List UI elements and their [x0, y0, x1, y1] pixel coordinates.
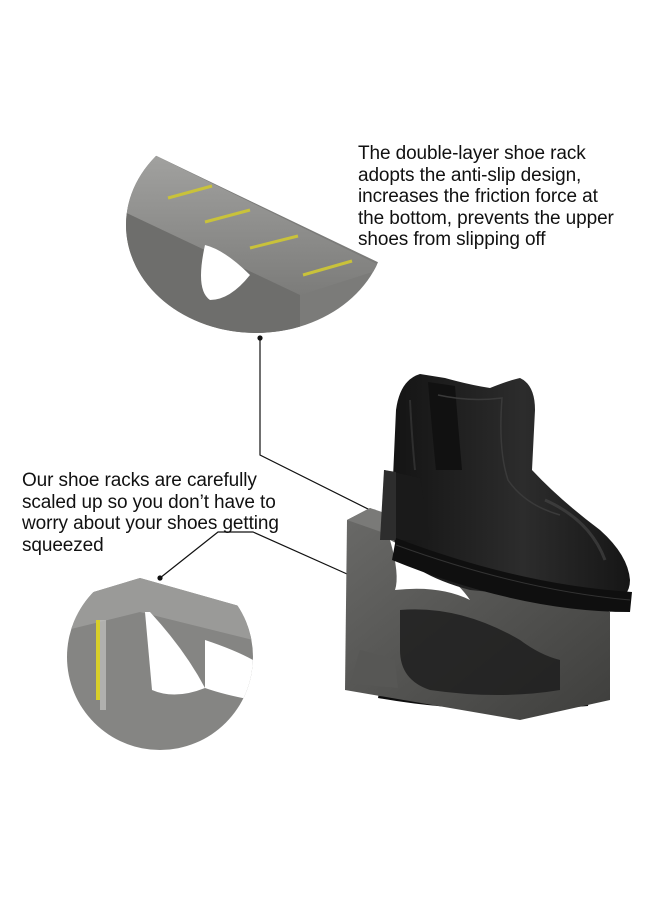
boot-sole — [392, 538, 632, 612]
leader-line-cutout — [159, 531, 357, 579]
anti-slip-strip — [302, 259, 353, 277]
upper-boot — [380, 374, 632, 612]
anti-slip-caption: The double-layer shoe rack adopts the an… — [358, 143, 614, 250]
shoe-rack-with-boots — [345, 374, 632, 720]
anti-slip-strip — [96, 620, 100, 700]
leader-line-anti-slip — [259, 338, 375, 513]
anti-slip-strip — [249, 234, 299, 250]
spacious-rack-caption: Our shoe racks are carefully scaled up s… — [22, 470, 279, 556]
anti-slip-strip — [167, 184, 213, 200]
anti-slip-strip — [204, 208, 251, 224]
spacious-rack-detail-magnifier — [67, 564, 253, 750]
rack-top-surface — [126, 148, 385, 295]
